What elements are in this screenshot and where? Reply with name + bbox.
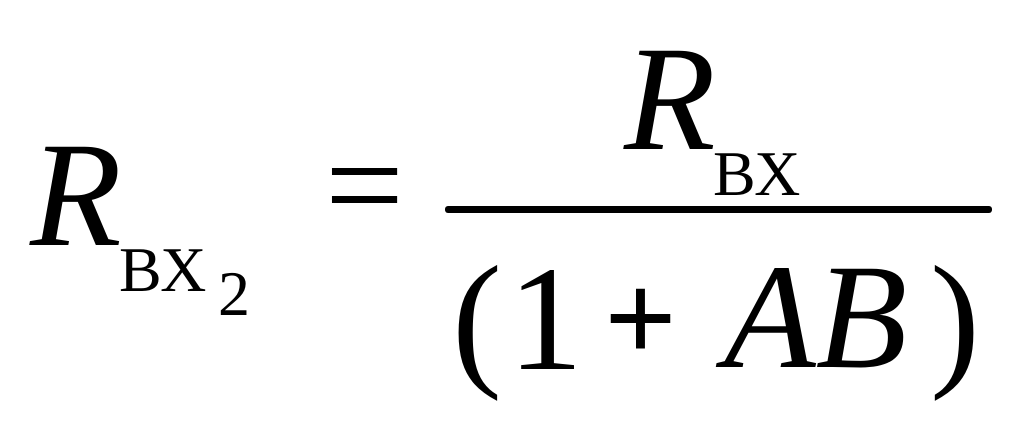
denominator-open-paren: ( (452, 236, 502, 402)
plus-sign: + (604, 247, 677, 389)
denominator-close-paren: ) (930, 236, 980, 402)
lhs-symbol: R (30, 112, 122, 278)
lhs-subscript-index: 2 (218, 258, 250, 329)
numerator-subscript: ВХ (713, 138, 801, 209)
fraction-bar (445, 206, 992, 213)
denominator-variables: AB (724, 234, 908, 400)
equals-sign: = (325, 108, 404, 263)
denominator-one: 1 (508, 236, 583, 402)
lhs-subscript: ВХ (119, 234, 207, 305)
numerator-symbol: R (624, 16, 716, 182)
